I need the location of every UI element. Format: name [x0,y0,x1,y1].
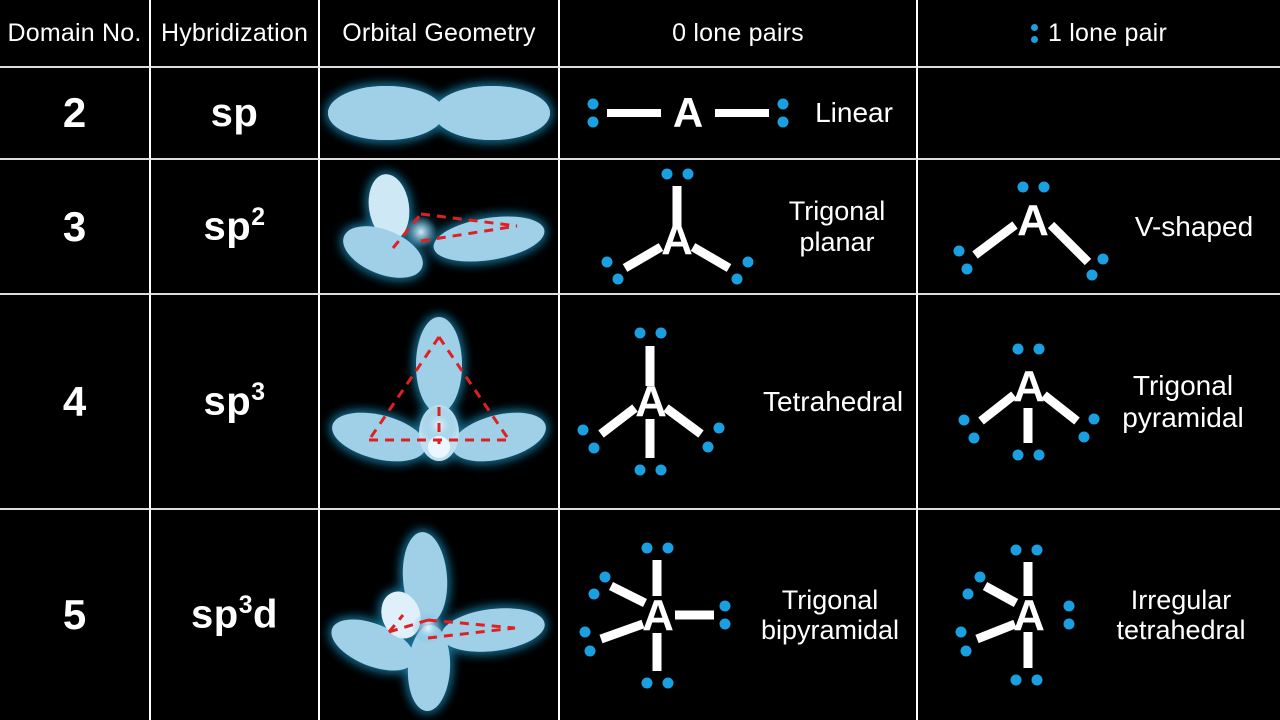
zero-lone-pair-cell-linear: A Linear [560,68,918,160]
five-lobe-sp3d-orbital-icon [320,510,558,720]
svg-text:A: A [1013,362,1045,411]
one-lone-pair-cell-empty [918,68,1280,160]
one-lone-pair-cell-v-shaped: A V-shaped [918,160,1280,295]
zero-lone-pair-cell-trigonal-bipyramidal: A Trigonal bipyramidal [560,510,918,720]
header-cell-orbital-geometry: Orbital Geometry [320,0,560,68]
hybridization-cell: sp3 [151,295,320,510]
one-lone-pair-cell-irregular-tetrahedral: A Irregular tetrahedral [918,510,1280,720]
orbital-geometry-cell-sp [320,68,560,160]
header-cell-domain-no: Domain No. [0,0,151,68]
svg-text:A: A [635,377,667,426]
lone-pair-icon [1031,23,1039,43]
header-one-lone-pair: 1 lone pair [1048,18,1167,47]
table-row: 3 [0,160,151,295]
zero-lone-pair-cell-trigonal-planar: A Trigonal planar [560,160,918,295]
header-cell-zero-lone-pairs: 0 lone pairs [560,0,918,68]
domain-number-value: 4 [62,377,87,425]
hybridization-value: sp [210,90,259,135]
one-lone-pair-cell-trigonal-pyramidal: A Trigonal pyramidal [918,295,1280,510]
orbital-geometry-cell-sp2 [320,160,560,295]
header-cell-one-lone-pair: 1 lone pair [918,0,1280,68]
irregular-tetrahedral-molecule-diagram: A [955,544,1075,686]
shape-name-label: Trigonal planar [788,196,886,257]
header-hybridization: Hybridization [160,18,309,47]
linear-molecule-diagram: A [587,89,789,136]
shape-name-label: Irregular tetrahedral [1116,584,1246,645]
orbital-geometry-cell-sp3d [320,510,560,720]
hybridization-value: sp3d [191,592,278,637]
four-lobe-sp3-orbital-icon [320,295,558,508]
hybridization-cell: sp [151,68,320,160]
header-cell-hybridization: Hybridization [151,0,320,68]
domain-number-value: 3 [62,202,87,250]
table-row: 5 [0,510,151,720]
hybridization-value: sp3 [203,378,266,424]
trigonal-planar-molecule-diagram: A [601,168,754,285]
orbital-geometry-cell-sp3 [320,295,560,510]
header-orbital-geometry: Orbital Geometry [342,18,536,47]
svg-text:A: A [1017,196,1049,245]
hybridization-cell: sp2 [151,160,320,295]
table-row: 2 [0,68,151,160]
three-lobe-sp2-orbital-icon [320,160,558,293]
domain-number-value: 5 [62,591,87,638]
zero-lone-pair-cell-tetrahedral: A Tetrahedral [560,295,918,510]
table-row: 4 [0,295,151,510]
trigonal-bipyramidal-molecule-diagram: A [579,542,731,688]
hybridization-value: sp2 [203,203,266,249]
shape-name-label: V-shaped [1134,210,1254,242]
domain-number-value: 2 [62,89,87,136]
shape-name-label: Linear [815,97,893,129]
tetrahedral-molecule-diagram: A [577,327,725,476]
svg-text:A: A [642,591,674,640]
trigonal-pyramidal-molecule-diagram: A [958,343,1100,460]
shape-name-label: Trigonal pyramidal [1122,370,1244,433]
svg-text:A: A [1014,591,1046,640]
svg-text:A: A [661,215,693,264]
two-lobe-sp-orbital-icon [320,68,558,158]
shape-name-label: Trigonal bipyramidal [760,584,900,645]
header-domain-no: Domain No. [7,18,142,47]
hybridization-cell: sp3d [151,510,320,720]
svg-text:A: A [673,89,703,136]
v-shaped-molecule-diagram: A [953,181,1109,280]
header-zero-lone-pairs: 0 lone pairs [672,18,804,47]
shape-name-label: Tetrahedral [762,385,904,417]
